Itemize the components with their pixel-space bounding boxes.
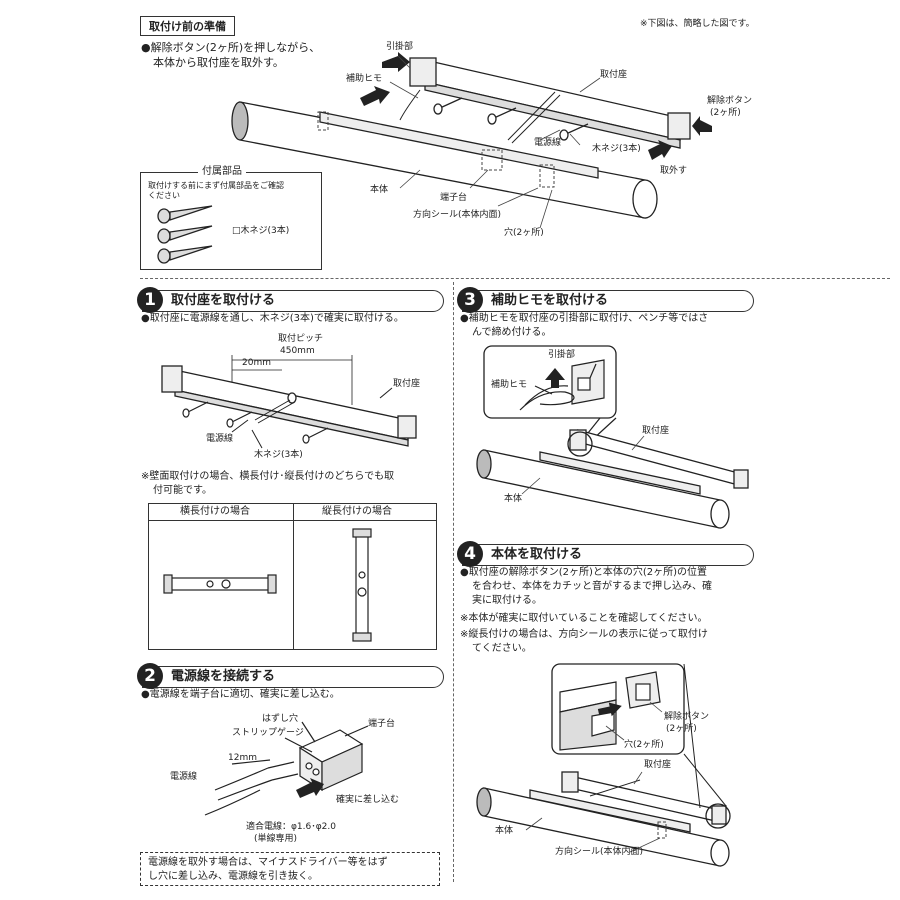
step4-direction-seal: 方向シール(本体内面)	[555, 847, 644, 857]
step2-text: ●電源線を端子台に適切、確実に差し込む。	[141, 689, 340, 700]
step1-note-1: ※壁面取付けの場合、横長付け･縦長付けのどちらでも取	[141, 471, 395, 482]
col-horizontal: 横長付けの場合	[180, 506, 250, 517]
step2-terminal: 端子台	[368, 719, 396, 729]
label-wood-screw: 木ネジ(3本)	[592, 144, 641, 154]
removal-note-box	[140, 852, 440, 886]
step3-header: 3 補助ヒモを取付ける	[457, 287, 754, 313]
mounting-orientation-table	[148, 503, 437, 650]
step4-note-3: てください。	[472, 643, 532, 654]
label-direction-seal: 方向シール(本体内面)	[413, 210, 502, 220]
step4-number: 4	[457, 541, 483, 567]
label-remove: 取外す	[660, 166, 688, 176]
removal-note-2: し穴に差し込み、電源線を引き抜く。	[148, 871, 318, 882]
step1-offset: 20mm	[242, 358, 271, 368]
top-note: ※下図は、簡略した図です。	[640, 19, 755, 29]
step2-release-hole: はずし穴	[262, 714, 299, 724]
step1-number: 1	[137, 287, 163, 313]
step1-header: 1 取付座を取付ける	[137, 287, 444, 313]
step4-release-button: 解除ボタン	[664, 712, 710, 722]
col-vertical: 縦長付けの場合	[322, 506, 392, 517]
section-title: 取付け前の準備	[140, 16, 235, 36]
divider-horizontal	[140, 278, 890, 279]
step1-power-wire: 電源線	[206, 434, 234, 444]
step4-holes: 穴(2ヶ所)	[624, 740, 664, 750]
step2-single-only: (単線専用)	[254, 834, 298, 844]
label-hook: 引掛部	[386, 42, 414, 52]
step1-mount-base: 取付座	[393, 379, 421, 389]
step2-compatible: 適合電線：φ1.6･φ2.0	[246, 822, 337, 832]
label-release-button: 解除ボタン	[707, 96, 753, 106]
removal-note-1: 電源線を取外す場合は、マイナスドライバー等をはず	[148, 857, 388, 868]
label-terminal: 端子台	[440, 193, 468, 203]
step4-text-1: ●取付座の解除ボタン(2ヶ所)と本体の穴(2ヶ所)の位置	[460, 567, 708, 578]
step3-hook: 引掛部	[548, 350, 576, 360]
step1-text: ●取付座に電源線を通し、木ネジ(3本)で確実に取付ける。	[141, 313, 404, 324]
accessories-item: □木ネジ(3本)	[232, 226, 290, 236]
step2-strip-gauge: ストリップゲージ	[232, 728, 304, 738]
prep-instruction-1: ●解除ボタン(2ヶ所)を押しながら、	[141, 41, 321, 54]
step3-title: 補助ヒモを取付ける	[491, 293, 609, 308]
prep-instruction-2: 本体から取付座を取外す。	[153, 56, 284, 69]
step2-number: 2	[137, 663, 163, 689]
step4-title: 本体を取付ける	[491, 547, 583, 562]
label-release-button-count: (2ヶ所)	[710, 108, 741, 118]
label-mount-base: 取付座	[600, 70, 628, 80]
step2-length: 12mm	[228, 753, 257, 763]
step3-text-2: んで締め付ける。	[472, 327, 552, 338]
label-holes: 穴(2ヶ所)	[504, 228, 544, 238]
step4-release-button-count: (2ヶ所)	[666, 724, 697, 734]
accessories-check-2: ください	[148, 191, 180, 200]
step4-mount-base: 取付座	[644, 760, 672, 770]
step3-body: 本体	[504, 494, 523, 504]
accessories-title: 付属部品	[198, 165, 246, 178]
step2-insert: 確実に差し込む	[336, 795, 400, 805]
step2-title: 電源線を接続する	[171, 669, 276, 684]
accessories-check-1: 取付けする前にまず付属部品をご確認	[148, 181, 284, 190]
step2-header: 2 電源線を接続する	[137, 663, 444, 689]
step4-header: 4 本体を取付ける	[457, 541, 754, 567]
label-power-wire: 電源線	[534, 138, 562, 148]
step1-note-2: 付可能です。	[153, 485, 212, 496]
step3-mount-base: 取付座	[642, 426, 670, 436]
step1-pitch-value: 450mm	[280, 346, 315, 356]
step4-text-2: を合わせ、本体をカチッと音がするまで押し込み、確	[472, 581, 712, 592]
step4-note-1: ※本体が確実に取付いていることを確認してください。	[460, 613, 708, 624]
step4-note-2: ※縦長付けの場合は、方向シールの表示に従って取付け	[460, 629, 708, 640]
label-support-string: 補助ヒモ	[346, 74, 383, 84]
step4-text-3: 実に取付ける。	[472, 595, 542, 606]
step3-text-1: ●補助ヒモを取付座の引掛部に取付け、ペンチ等ではさ	[460, 313, 709, 324]
step1-title: 取付座を取付ける	[171, 293, 276, 308]
step1-wood-screw: 木ネジ(3本)	[254, 450, 303, 460]
step3-number: 3	[457, 287, 483, 313]
label-body: 本体	[370, 185, 389, 195]
divider-vertical	[453, 282, 454, 882]
step1-pitch-label: 取付ピッチ	[278, 334, 324, 344]
step4-body: 本体	[495, 826, 514, 836]
step2-power-wire: 電源線	[170, 772, 198, 782]
step3-support-string: 補助ヒモ	[491, 380, 528, 390]
